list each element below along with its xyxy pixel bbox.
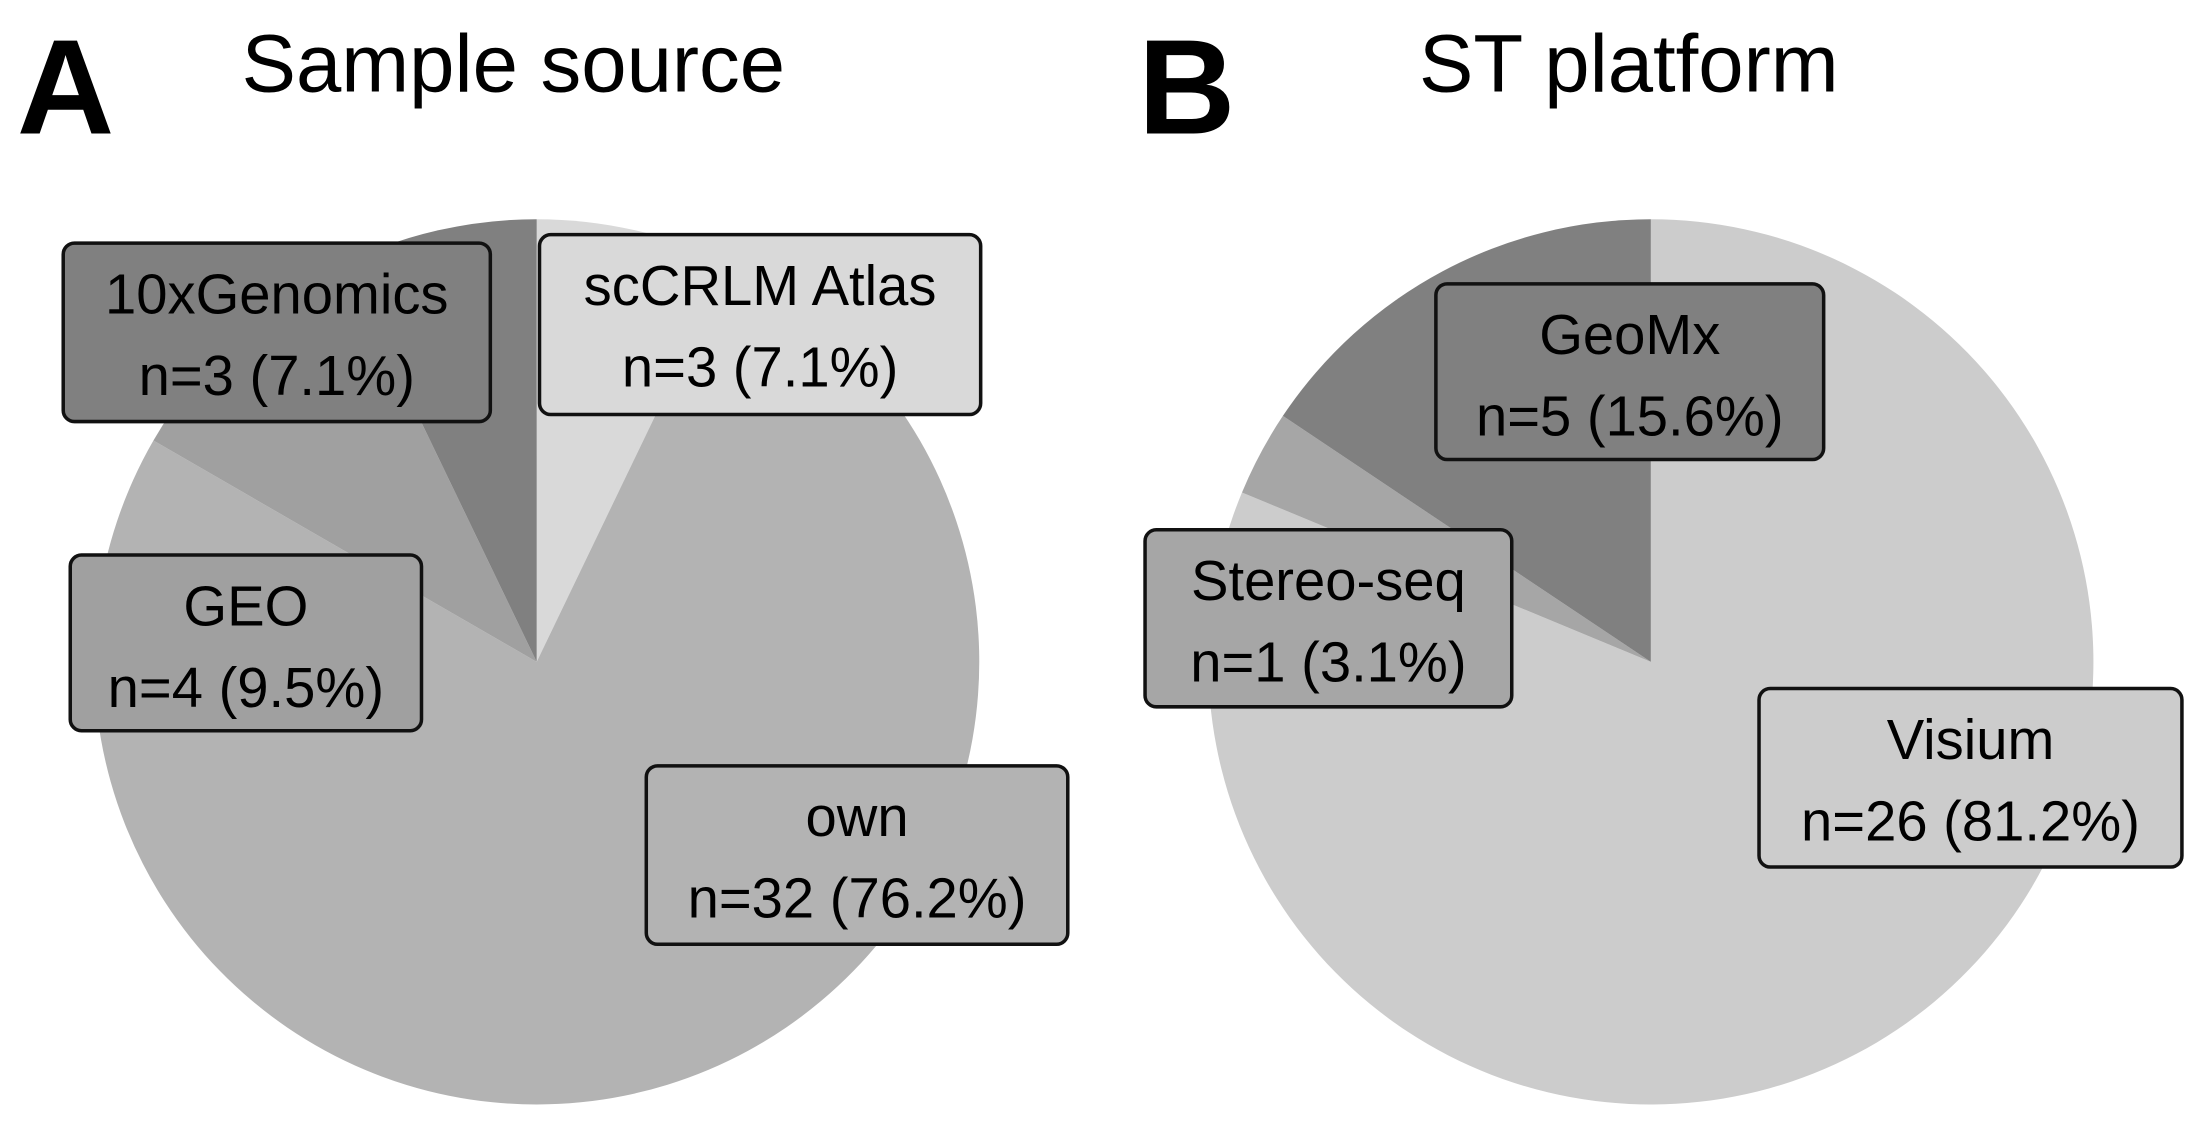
label-count: n=32 (76.2%) (688, 867, 1027, 930)
panel-label-a: A (17, 11, 114, 162)
slice-label: GeoMx n=5 (15.6%) (1434, 282, 1826, 462)
slice-labels: scCRLM Atlas n=3 (7.1%) own n=32 (76.2%) GEO… (61, 232, 2184, 947)
slice-label: GEO n=4 (9.5%) (68, 553, 424, 733)
label-name: Visium (1887, 708, 2055, 771)
label-count: n=1 (3.1%) (1190, 631, 1466, 694)
label-count: n=5 (15.6%) (1476, 385, 1784, 448)
label-box (68, 553, 424, 733)
slice-label: Visium n=26 (81.2%) (1757, 686, 2184, 869)
label-box (61, 241, 493, 424)
label-name: Stereo-seq (1191, 549, 1466, 612)
slice-label: own n=32 (76.2%) (644, 764, 1070, 947)
label-count: n=3 (7.1%) (139, 344, 415, 407)
chart-title-a: Sample source (242, 18, 785, 109)
slice-label: 10xGenomics n=3 (7.1%) (61, 241, 493, 424)
label-name: GeoMx (1539, 303, 1720, 366)
label-box (1143, 528, 1514, 709)
label-name: 10xGenomics (105, 262, 449, 325)
label-name: scCRLM Atlas (584, 254, 937, 317)
label-name: own (805, 785, 908, 848)
label-count: n=26 (81.2%) (1801, 789, 2140, 852)
chart-title-b: ST platform (1419, 18, 1839, 109)
label-name: GEO (183, 574, 308, 637)
label-count: n=3 (7.1%) (622, 335, 898, 398)
slice-label: scCRLM Atlas n=3 (7.1%) (537, 232, 983, 417)
label-box (1757, 686, 2184, 869)
slice-label: Stereo-seq n=1 (3.1%) (1143, 528, 1514, 709)
panel-label-b: B (1138, 11, 1235, 162)
pie-slice-visium (1208, 219, 2094, 1105)
label-box (644, 764, 1070, 947)
label-box (537, 232, 983, 417)
label-count: n=4 (9.5%) (108, 656, 384, 719)
label-box (1434, 282, 1826, 462)
